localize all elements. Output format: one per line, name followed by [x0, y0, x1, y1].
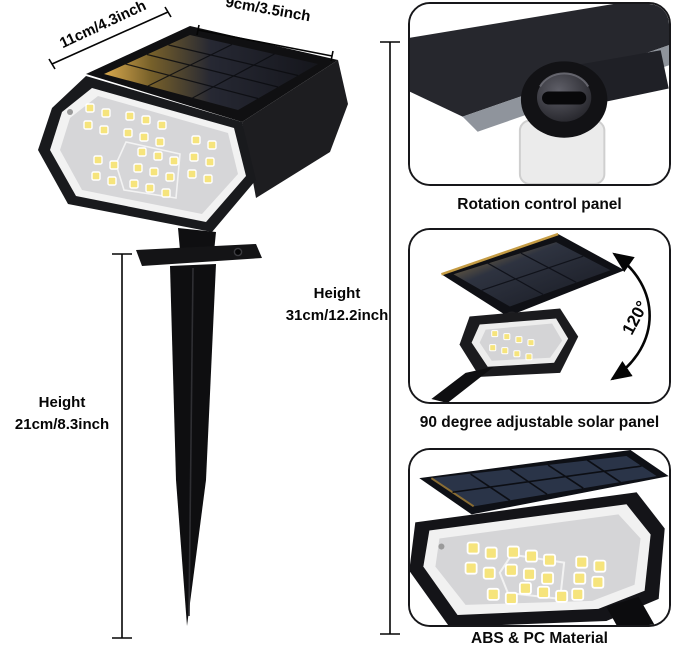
- dimension-line-stake-height: [112, 253, 132, 639]
- dim-label-total-height: Height 31cm/12.2inch: [281, 283, 393, 327]
- solar-panel-strip: [419, 450, 669, 515]
- dim-label-stake-height-word: Height: [38, 394, 86, 411]
- light-head: [38, 60, 348, 232]
- dim-label-stake-height: Height 21cm/8.3inch: [6, 392, 118, 436]
- caption-material: ABS & PC Material: [471, 630, 608, 647]
- tilted-solar-panel: [441, 232, 625, 317]
- mounting-bracket: [136, 228, 262, 266]
- rotation-knob: [520, 61, 608, 138]
- stake-small: [431, 366, 494, 402]
- rotation-closeup-illustration: [410, 4, 669, 184]
- adjustable-angle-illustration: 120°: [410, 230, 669, 402]
- dimension-line-panel-front: [196, 24, 334, 62]
- main-product-illustration: [38, 6, 400, 639]
- callout-panel-rotation: [408, 2, 671, 186]
- dimension-line-total-height: [380, 41, 400, 635]
- led-array: [83, 103, 217, 198]
- stake-corner: [606, 596, 655, 625]
- caption-adjustable-panel: 90 degree adjustable solar panel: [419, 414, 660, 431]
- led-face-closeup-illustration: [410, 450, 669, 625]
- callout-panel-material: [408, 448, 671, 627]
- ground-stake: [170, 264, 216, 626]
- led-face-closeup: [410, 492, 665, 625]
- dim-label-total-height-value: 31cm/12.2inch: [285, 306, 389, 324]
- caption-rotation-control: Rotation control panel: [457, 196, 622, 213]
- callout-panel-adjustable: 120°: [408, 228, 671, 404]
- light-head-small: [459, 308, 579, 377]
- dimension-lines: [48, 6, 400, 639]
- dimension-line-panel-side: [48, 6, 172, 70]
- dim-label-total-height-word: Height: [313, 285, 361, 302]
- dim-label-stake-height-value: 21cm/8.3inch: [14, 415, 110, 433]
- solar-panel: [86, 26, 338, 122]
